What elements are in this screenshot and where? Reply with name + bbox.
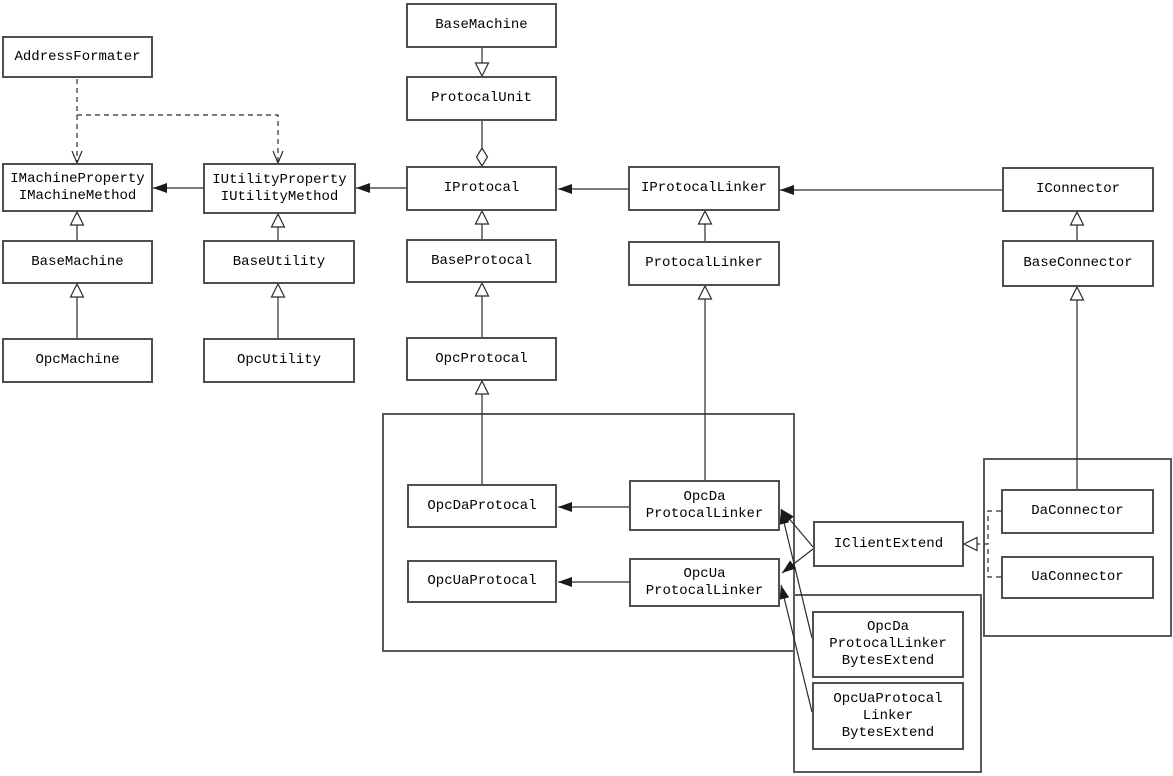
class-box-protocal-linker: ProtocalLinker [628, 241, 780, 286]
arrowhead-hollow-icon [69, 210, 85, 226]
arrowhead-hollow-icon [697, 284, 713, 300]
edge-opcda-protocal-linker-bytes-extend-to-opcda-protocal-linker [780, 509, 813, 639]
class-box-iprotocal: IProtocal [406, 166, 557, 211]
class-box-iconnector: IConnector [1002, 167, 1154, 212]
arrowhead-hollow-icon [962, 536, 978, 552]
class-label: BaseConnector [1023, 255, 1133, 271]
class-label: IProtocalLinker [640, 180, 768, 196]
class-box-iclient-extend: IClientExtend [813, 521, 964, 567]
class-label: OpcDa [866, 619, 909, 635]
class-label: OpcDaProtocal [427, 497, 537, 514]
class-label: OpcMachine [35, 352, 120, 368]
class-label: OpcUaProtocal [833, 690, 943, 707]
arrowhead-filled-icon [558, 184, 572, 194]
arrowhead-hollow-icon [1069, 210, 1085, 226]
class-box-address-formater: AddressFormater [2, 36, 153, 78]
class-label: OpcUaProtocal [427, 573, 537, 589]
arrowhead-hollow-icon [1069, 285, 1085, 301]
class-label: IProtocal [443, 180, 520, 196]
class-label: OpcProtocal [435, 350, 528, 367]
class-box-opc-machine: OpcMachine [2, 338, 153, 383]
class-label: ProtocalLinker [645, 582, 764, 599]
class-label: OpcDa [683, 488, 726, 505]
arrowhead-hollow-icon [270, 212, 286, 228]
edge-ua-connector-to-iclient-extend [987, 545, 1001, 578]
class-label: IUtilityProperty [212, 171, 347, 188]
class-box-protocal-unit: ProtocalUnit [406, 76, 557, 121]
class-label: AddressFormater [14, 48, 141, 65]
class-box-base-utility: BaseUtility [203, 240, 355, 284]
class-box-da-connector: DaConnector [1001, 489, 1154, 534]
group-box-bytes-extend-group [793, 594, 982, 773]
arrowhead-hollow-icon [474, 209, 490, 225]
class-box-base-connector: BaseConnector [1002, 240, 1154, 287]
class-label: IClientExtend [833, 535, 944, 552]
edge-opcua-protocal-linker-bytes-extend-to-opcua-protocal-linker [780, 584, 813, 713]
class-box-opc-protocal: OpcProtocal [406, 337, 557, 381]
class-label: OpcUtility [236, 352, 321, 368]
edge-address-formater-to-iutility-interface [77, 114, 279, 163]
class-box-base-machine-top: BaseMachine [406, 3, 557, 48]
class-label: BaseMachine [435, 17, 528, 33]
arrowhead-filled-icon [781, 509, 794, 523]
class-box-base-machine-left: BaseMachine [2, 240, 153, 284]
class-label: BaseProtocal [431, 252, 532, 269]
class-box-opcda-protocal: OpcDaProtocal [407, 484, 557, 528]
class-label: Linker [862, 707, 914, 724]
arrowhead-hollow-icon [474, 379, 490, 395]
arrowhead-hollow-icon [697, 209, 713, 225]
arrowhead-hollow-icon [270, 282, 286, 298]
class-box-opc-utility: OpcUtility [203, 338, 355, 383]
class-label: ProtocalUnit [431, 90, 532, 106]
group-box-opc-protocal-linker-group [382, 413, 795, 652]
arrowhead-hollow-icon [474, 281, 490, 297]
arrowhead-filled-icon [780, 185, 794, 195]
arrowhead-filled-icon [779, 510, 790, 525]
class-box-base-protocal: BaseProtocal [406, 239, 557, 283]
class-label: BytesExtend [841, 653, 935, 669]
class-label: UaConnector [1031, 569, 1124, 585]
arrowhead-filled-icon [558, 502, 572, 512]
class-label: BaseMachine [31, 253, 124, 270]
arrowhead-diamond-icon [475, 146, 489, 168]
arrowhead-filled-icon [779, 585, 790, 600]
class-box-ua-connector: UaConnector [1001, 556, 1154, 599]
class-label: DaConnector [1031, 503, 1124, 519]
class-label: IUtilityMethod [220, 188, 339, 205]
arrowhead-hollow-icon [474, 62, 490, 78]
class-label: BytesExtend [841, 724, 935, 741]
arrowhead-filled-icon [782, 560, 797, 573]
class-label: IMachineMethod [18, 187, 137, 204]
arrowhead-filled-icon [558, 577, 572, 587]
class-label: ProtocalLinker [645, 505, 764, 522]
class-label: ProtocalLinker [829, 636, 947, 652]
class-label: OpcUa [683, 565, 726, 582]
class-label: BaseUtility [232, 253, 326, 270]
class-box-iprotocal-linker: IProtocalLinker [628, 166, 780, 211]
arrowhead-filled-icon [153, 183, 167, 193]
arrowhead-hollow-icon [69, 282, 85, 298]
class-box-opcua-protocal: OpcUaProtocal [407, 560, 557, 603]
class-label: IMachineProperty [10, 170, 145, 187]
edge-da-connector-to-iclient-extend [976, 510, 1001, 545]
class-label: IConnector [1035, 181, 1120, 197]
arrowhead-filled-icon [356, 183, 370, 193]
class-label: ProtocalLinker [645, 255, 763, 271]
